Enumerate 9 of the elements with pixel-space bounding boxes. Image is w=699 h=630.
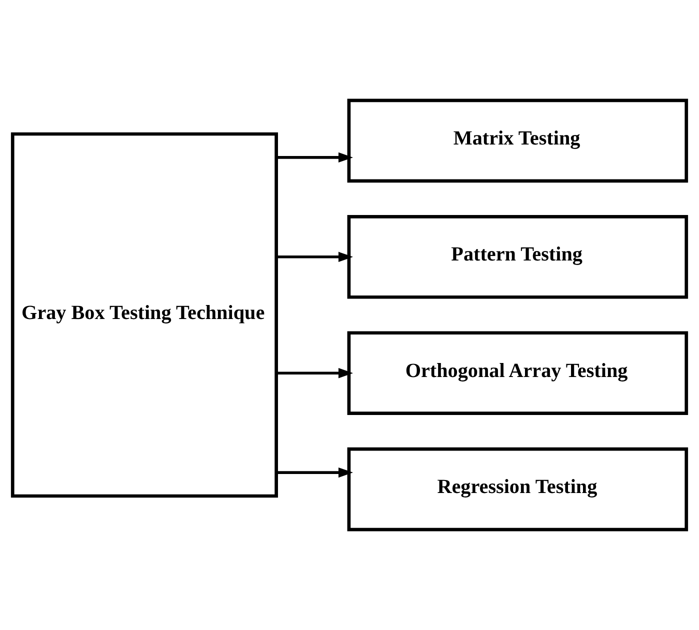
arrow: [276, 152, 354, 163]
node-box: Orthogonal Array Testing: [347, 331, 688, 415]
arrow: [276, 368, 354, 378]
node-box: Pattern Testing: [347, 215, 688, 299]
arrow: [276, 467, 354, 478]
node-box: Matrix Testing: [347, 98, 688, 183]
arrow: [276, 252, 354, 262]
node-box: Gray Box Testing Technique: [10, 132, 278, 498]
node-box: Regression Testing: [347, 447, 688, 532]
